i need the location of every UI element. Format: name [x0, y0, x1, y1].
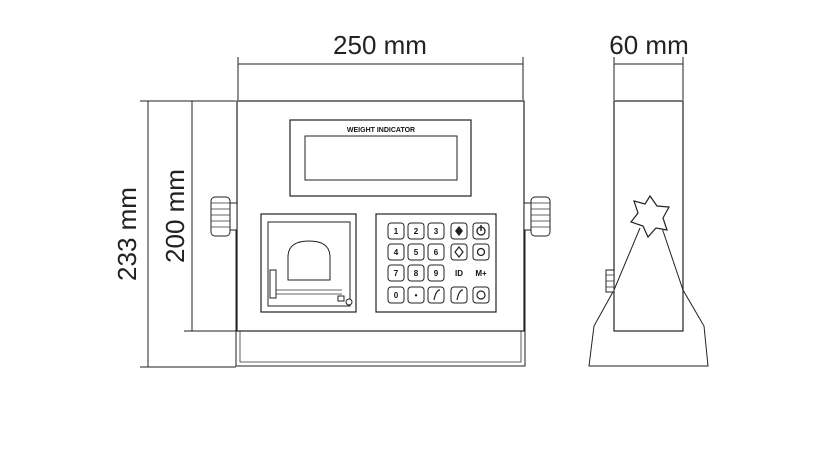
svg-text:8: 8 — [414, 269, 419, 278]
key-3[interactable]: 3 — [427, 222, 445, 240]
key-print-icon[interactable] — [472, 286, 490, 304]
key-power-icon[interactable] — [472, 222, 490, 240]
key-9[interactable]: 9 — [427, 264, 445, 282]
key-4[interactable]: 4 — [387, 243, 405, 261]
svg-text:9: 9 — [434, 269, 439, 278]
svg-text:3: 3 — [434, 227, 439, 236]
svg-text:1: 1 — [394, 227, 399, 236]
panel-height-label: 200 mm — [160, 169, 190, 263]
panel-height-dimension: 200 mm — [160, 100, 236, 332]
svg-text:6: 6 — [434, 248, 439, 257]
mounting-bracket — [235, 206, 526, 367]
left-knob — [210, 196, 238, 237]
keypad: 1 2 3 4 5 6 7 8 9 ID M+ 0 • — [375, 213, 497, 313]
key-m-plus[interactable]: M+ — [475, 269, 487, 278]
printer-feed-button[interactable] — [345, 298, 353, 306]
key-function-1-icon[interactable] — [427, 286, 445, 304]
key-zero-icon[interactable] — [450, 222, 468, 240]
key-tare-icon[interactable] — [450, 243, 468, 261]
width-dimension: 250 mm — [237, 30, 524, 100]
key-function-2-icon[interactable] — [450, 286, 468, 304]
key-2[interactable]: 2 — [407, 222, 425, 240]
key-8[interactable]: 8 — [407, 264, 425, 282]
display-label: WEIGHT INDICATOR — [347, 127, 415, 134]
key-5[interactable]: 5 — [407, 243, 425, 261]
key-7[interactable]: 7 — [387, 264, 405, 282]
side-bracket — [588, 227, 709, 367]
depth-dimension: 60 mm — [609, 30, 689, 100]
key-refresh-icon[interactable] — [472, 243, 490, 261]
side-knob — [630, 194, 670, 239]
width-label: 250 mm — [333, 30, 427, 60]
depth-label: 60 mm — [609, 30, 688, 60]
key-id[interactable]: ID — [455, 269, 463, 278]
svg-text:5: 5 — [414, 248, 419, 257]
front-view: WEIGHT INDICATOR 1 2 3 4 5 6 — [210, 100, 551, 367]
svg-text:7: 7 — [394, 269, 399, 278]
key-dot[interactable]: • — [407, 286, 425, 304]
svg-text:4: 4 — [394, 248, 399, 257]
svg-text:•: • — [415, 291, 418, 300]
key-6[interactable]: 6 — [427, 243, 445, 261]
side-view — [588, 100, 709, 367]
svg-text:0: 0 — [394, 291, 399, 300]
svg-text:ID: ID — [455, 269, 463, 278]
printer-paper-cover — [287, 240, 331, 281]
printer — [260, 213, 357, 313]
key-0[interactable]: 0 — [387, 286, 405, 304]
svg-text:M+: M+ — [475, 269, 487, 278]
total-height-dimension: 233 mm — [112, 100, 236, 368]
total-height-label: 233 mm — [112, 187, 142, 281]
right-knob — [523, 196, 551, 237]
key-1[interactable]: 1 — [387, 222, 405, 240]
svg-text:2: 2 — [414, 227, 419, 236]
display-window: WEIGHT INDICATOR — [289, 119, 472, 197]
